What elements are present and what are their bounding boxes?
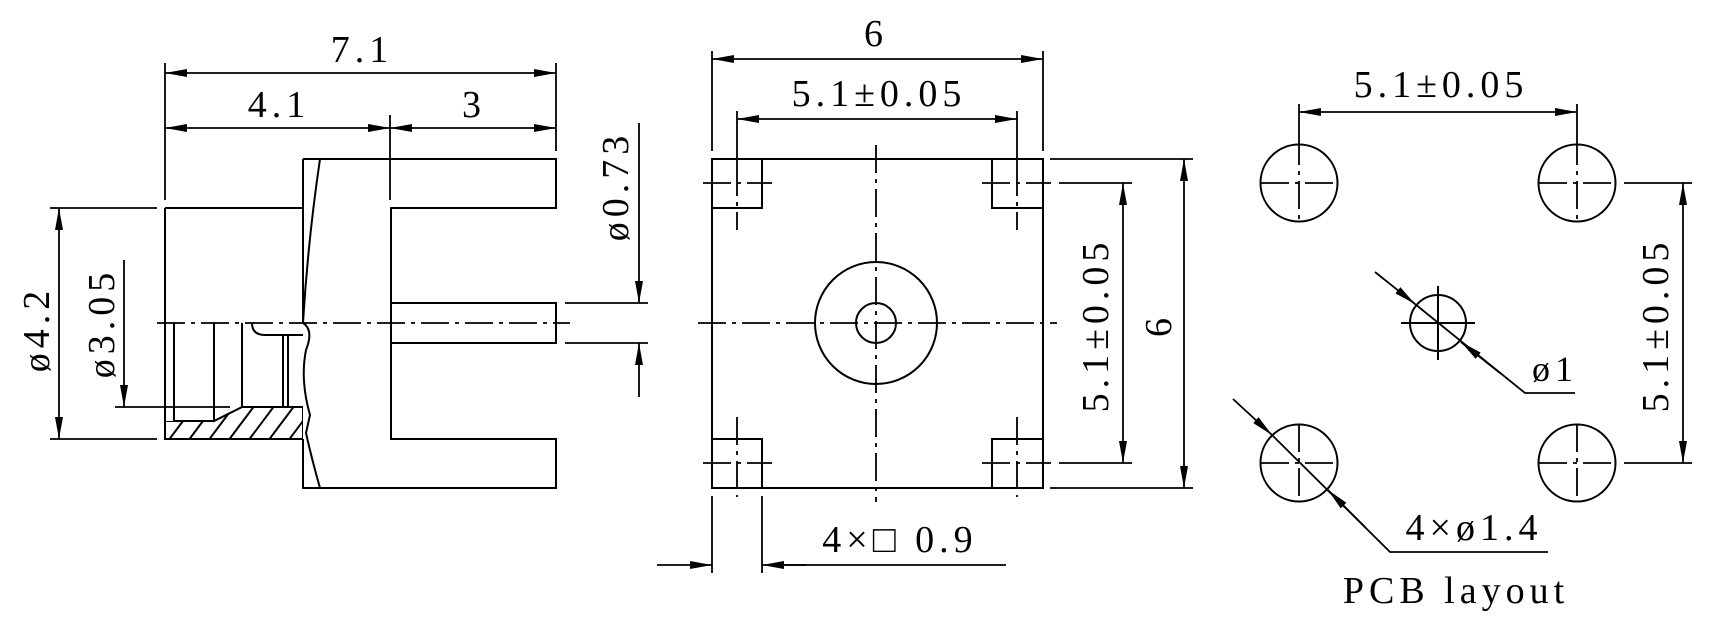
corner-pins bbox=[703, 159, 1051, 497]
pcb-layout-title: PCB layout bbox=[1343, 570, 1569, 612]
section-hatch bbox=[165, 407, 303, 439]
dim-pin-spacing-vertical: 5.1±0.05 bbox=[1059, 182, 1132, 464]
bottom-view: 6 5.1±0.05 5.1±0.05 6 4×□ 0.9 bbox=[657, 13, 1193, 573]
dim-body-length: 4.1 bbox=[165, 84, 391, 200]
dim-overall-height: 6 bbox=[1050, 158, 1193, 489]
dim-label: 5.1±0.05 bbox=[1075, 238, 1117, 413]
dim-label: 6 bbox=[1138, 313, 1180, 337]
dim-pin-diameter: ø0.73 bbox=[565, 123, 648, 397]
dim-overall-length: 7.1 bbox=[164, 29, 557, 200]
dim-square-pin-size: 4×□ 0.9 bbox=[657, 496, 1006, 573]
dim-pcb-spacing-horizontal: 5.1±0.05 bbox=[1298, 64, 1578, 137]
dim-outer-diameter: ø4.2 bbox=[16, 207, 157, 440]
side-view: 7.1 4.1 3 ø4.2 ø3.05 ø0.73 bbox=[16, 29, 648, 489]
dim-pin-spacing-horizontal: 5.1±0.05 bbox=[736, 73, 1018, 168]
dim-label: ø4.2 bbox=[16, 286, 58, 373]
dim-corner-holes: 4×ø1.4 bbox=[1232, 398, 1548, 553]
pcb-layout: 5.1±0.05 5.1±0.05 ø1 4×ø1.4 PCB layout bbox=[1232, 64, 1692, 612]
dim-label: 4.1 bbox=[248, 84, 311, 126]
dim-label: 4×ø1.4 bbox=[1406, 507, 1543, 549]
dim-center-hole: ø1 bbox=[1374, 271, 1578, 394]
dim-label: 5.1±0.05 bbox=[792, 73, 967, 115]
dim-label: ø3.05 bbox=[81, 268, 123, 379]
dim-pcb-spacing-vertical: 5.1±0.05 bbox=[1624, 182, 1692, 464]
dim-label: ø0.73 bbox=[595, 131, 637, 242]
dim-overall-width: 6 bbox=[711, 13, 1044, 151]
dim-label: 7.1 bbox=[331, 29, 394, 71]
dim-label: 5.1±0.05 bbox=[1354, 64, 1529, 106]
dim-pin-length: 3 bbox=[390, 84, 556, 132]
dim-inner-diameter: ø3.05 bbox=[81, 260, 230, 408]
dim-label: 5.1±0.05 bbox=[1635, 238, 1677, 413]
dim-label: 3 bbox=[462, 84, 486, 126]
dim-label: ø1 bbox=[1532, 349, 1578, 389]
dim-label: 4×□ 0.9 bbox=[822, 519, 977, 561]
dim-label: 6 bbox=[864, 13, 888, 55]
bottom-centerlines bbox=[698, 145, 1057, 502]
